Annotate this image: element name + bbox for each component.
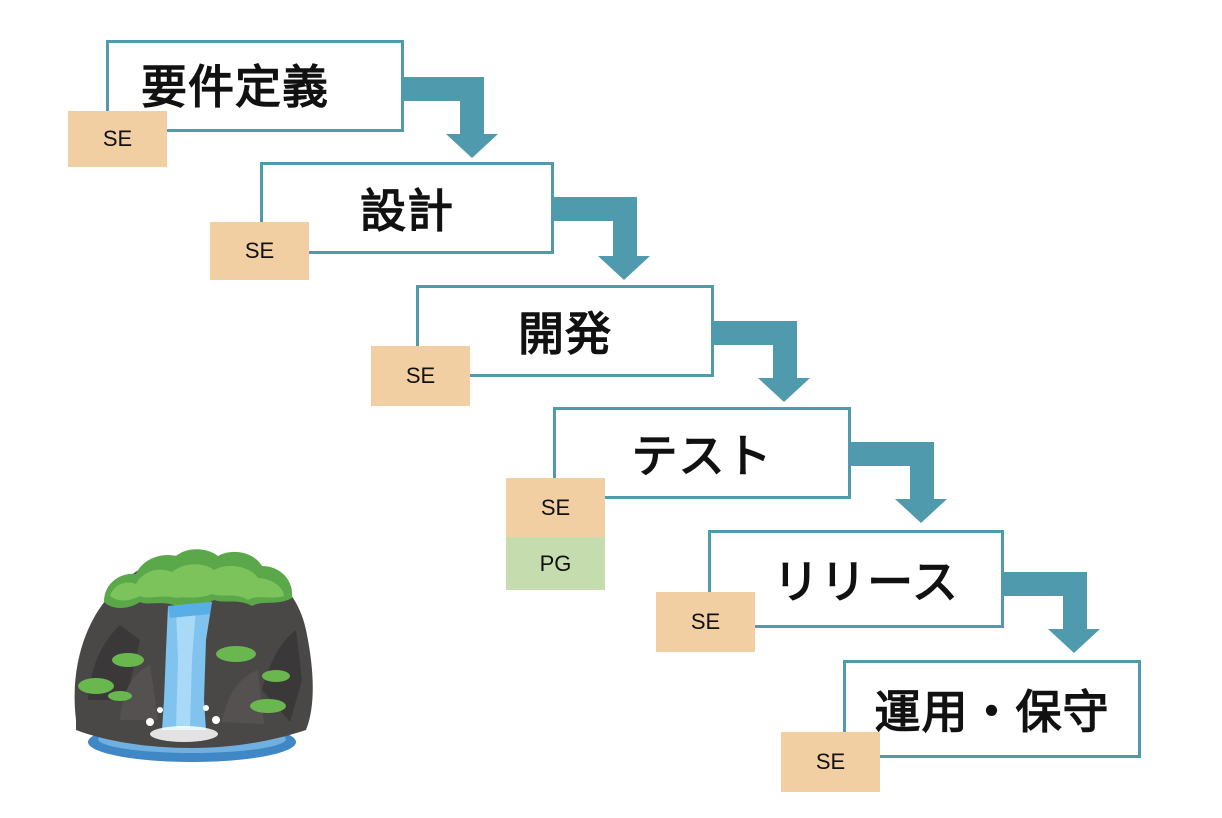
role-tag-se: SE: [371, 346, 470, 406]
stage-operation: 運用・保守: [843, 660, 1141, 758]
stage-label: 要件定義: [141, 60, 329, 114]
stage-design: 設計: [260, 162, 554, 254]
role-tag-se: SE: [210, 222, 309, 280]
role-tag-pg: PG: [506, 537, 605, 590]
flow-arrow-5: [1002, 572, 1100, 653]
stage-release: リリース: [708, 530, 1004, 628]
role-tag-se: SE: [506, 478, 605, 537]
stage-label: 運用・保守: [874, 685, 1110, 739]
flow-arrow-3: [712, 321, 810, 402]
role-tag-se: SE: [781, 732, 880, 792]
stage-requirements: 要件定義: [106, 40, 404, 132]
role-tag-se: SE: [656, 592, 755, 652]
stage-label: リリース: [773, 555, 959, 609]
flow-arrow-2: [553, 197, 650, 280]
stage-label: テスト: [631, 429, 773, 483]
stage-label: 設計: [360, 184, 454, 238]
stage-label: 開発: [518, 307, 612, 361]
stage-test: テスト: [553, 407, 851, 499]
role-tag-se: SE: [68, 111, 167, 167]
flow-arrow-4: [849, 442, 947, 523]
flow-arrow-1: [400, 77, 498, 158]
